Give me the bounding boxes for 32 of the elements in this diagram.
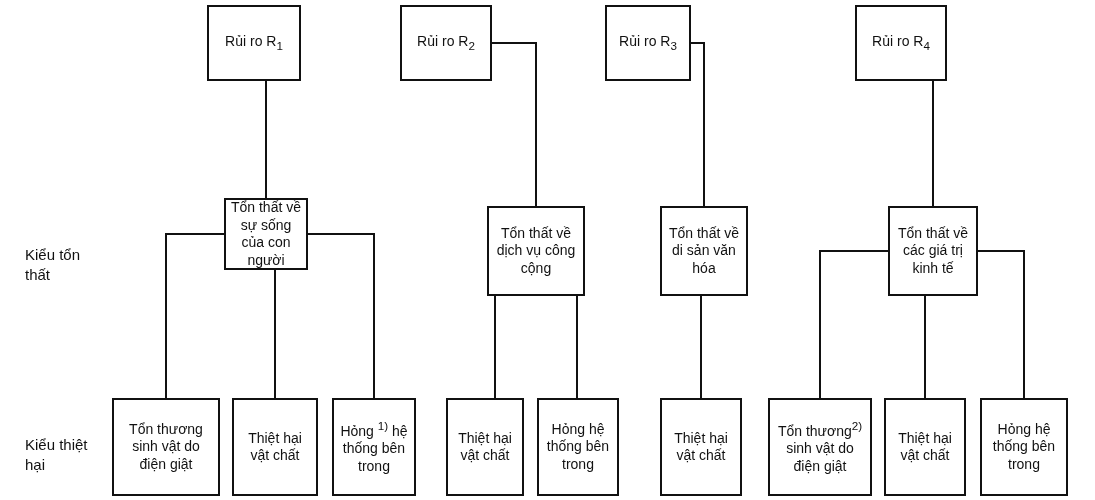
connector-line: [924, 295, 926, 399]
risk-box: Rủi ro R$_{1}$: [207, 5, 301, 81]
connector-line: [932, 80, 934, 207]
loss-type-box: Tổn thất về sự sống của con người: [224, 198, 308, 270]
connector-line: [690, 42, 705, 207]
connector-line: [977, 250, 1025, 399]
risk-box: Rủi ro R$_{3}$: [605, 5, 691, 81]
damage-type-box: Hỏng hệ thống bên trong: [537, 398, 619, 496]
connector-line: [274, 269, 276, 399]
damage-type-box: Thiệt hại vật chất: [884, 398, 966, 496]
damage-type-box: Hỏng hệ thống bên trong: [980, 398, 1068, 496]
connector-line: [491, 42, 537, 207]
loss-type-box: Tổn thất về các giá trị kinh tế: [888, 206, 978, 296]
damage-type-box: Thiệt hại vật chất: [446, 398, 524, 496]
loss-type-box: Tổn thất về dịch vụ công cộng: [487, 206, 585, 296]
connector-line: [576, 295, 578, 399]
connector-line: [265, 80, 267, 199]
damage-type-box: Tổn thương$^{2)}$ sinh vật do điện giật: [768, 398, 872, 496]
connector-line: [494, 295, 496, 399]
row-label: Kiểu tổn thất: [25, 245, 82, 286]
damage-type-box: Tổn thương sinh vật do điện giật: [112, 398, 220, 496]
connector-line: [307, 233, 375, 399]
damage-type-box: Thiệt hại vật chất: [660, 398, 742, 496]
risk-box: Rủi ro R$_{4}$: [855, 5, 947, 81]
loss-type-box: Tổn thất về di sản văn hóa: [660, 206, 748, 296]
damage-type-box: Hỏng $^{1)}$ hệ thống bên trong: [332, 398, 416, 496]
connector-line: [165, 233, 225, 399]
connector-line: [700, 295, 702, 399]
damage-type-box: Thiệt hại vật chất: [232, 398, 318, 496]
row-label: Kiểu thiệt hại: [25, 435, 89, 476]
connector-line: [819, 250, 889, 399]
risk-box: Rủi ro R$_{2}$: [400, 5, 492, 81]
